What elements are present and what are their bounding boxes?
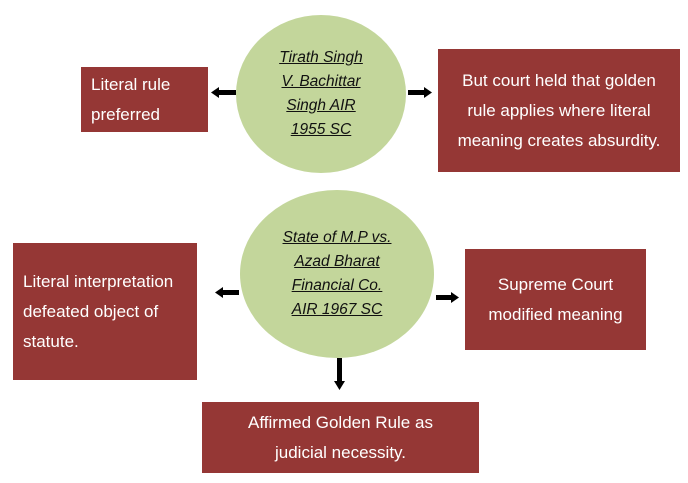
case2-title: State of M.P vs. Azad Bharat Financial C… [283, 226, 392, 322]
case1-left-box: Literal rule preferred [81, 67, 208, 132]
case2-right-text: Supreme Court modified meaning [488, 274, 623, 324]
case1-left-text: Literal rule preferred [91, 74, 171, 124]
case2-left-text: Literal interpretation defeated object o… [23, 271, 174, 351]
case2-title-line: State of M.P vs. [282, 229, 392, 246]
case1-right-text: But court held that golden rule applies … [457, 70, 661, 150]
arrow-right-icon [408, 87, 432, 98]
case2-title-line: AIR 1967 SC [291, 301, 383, 318]
case1-title: Tirath Singh V. Bachittar Singh AIR 1955… [279, 46, 362, 142]
case2-title-line: Financial Co. [291, 277, 383, 294]
arrow-down-icon [334, 358, 345, 390]
arrow-right-icon [436, 292, 459, 303]
case1-title-line: V. Bachittar [281, 73, 361, 90]
case2-left-box: Literal interpretation defeated object o… [13, 243, 197, 380]
case1-title-line: 1955 SC [290, 121, 352, 138]
case2-title-line: Azad Bharat [294, 253, 380, 270]
case1-title-line: Tirath Singh [279, 49, 363, 66]
case2-circle: State of M.P vs. Azad Bharat Financial C… [240, 190, 434, 358]
case2-right-box: Supreme Court modified meaning [465, 249, 646, 350]
case2-bottom-text: Affirmed Golden Rule as judicial necessi… [248, 412, 433, 462]
case1-right-box: But court held that golden rule applies … [438, 49, 680, 172]
case1-title-line: Singh AIR [286, 97, 356, 114]
case1-circle: Tirath Singh V. Bachittar Singh AIR 1955… [236, 15, 406, 173]
case2-bottom-box: Affirmed Golden Rule as judicial necessi… [202, 402, 479, 473]
arrow-left-icon [211, 87, 236, 98]
arrow-left-icon [215, 287, 239, 298]
